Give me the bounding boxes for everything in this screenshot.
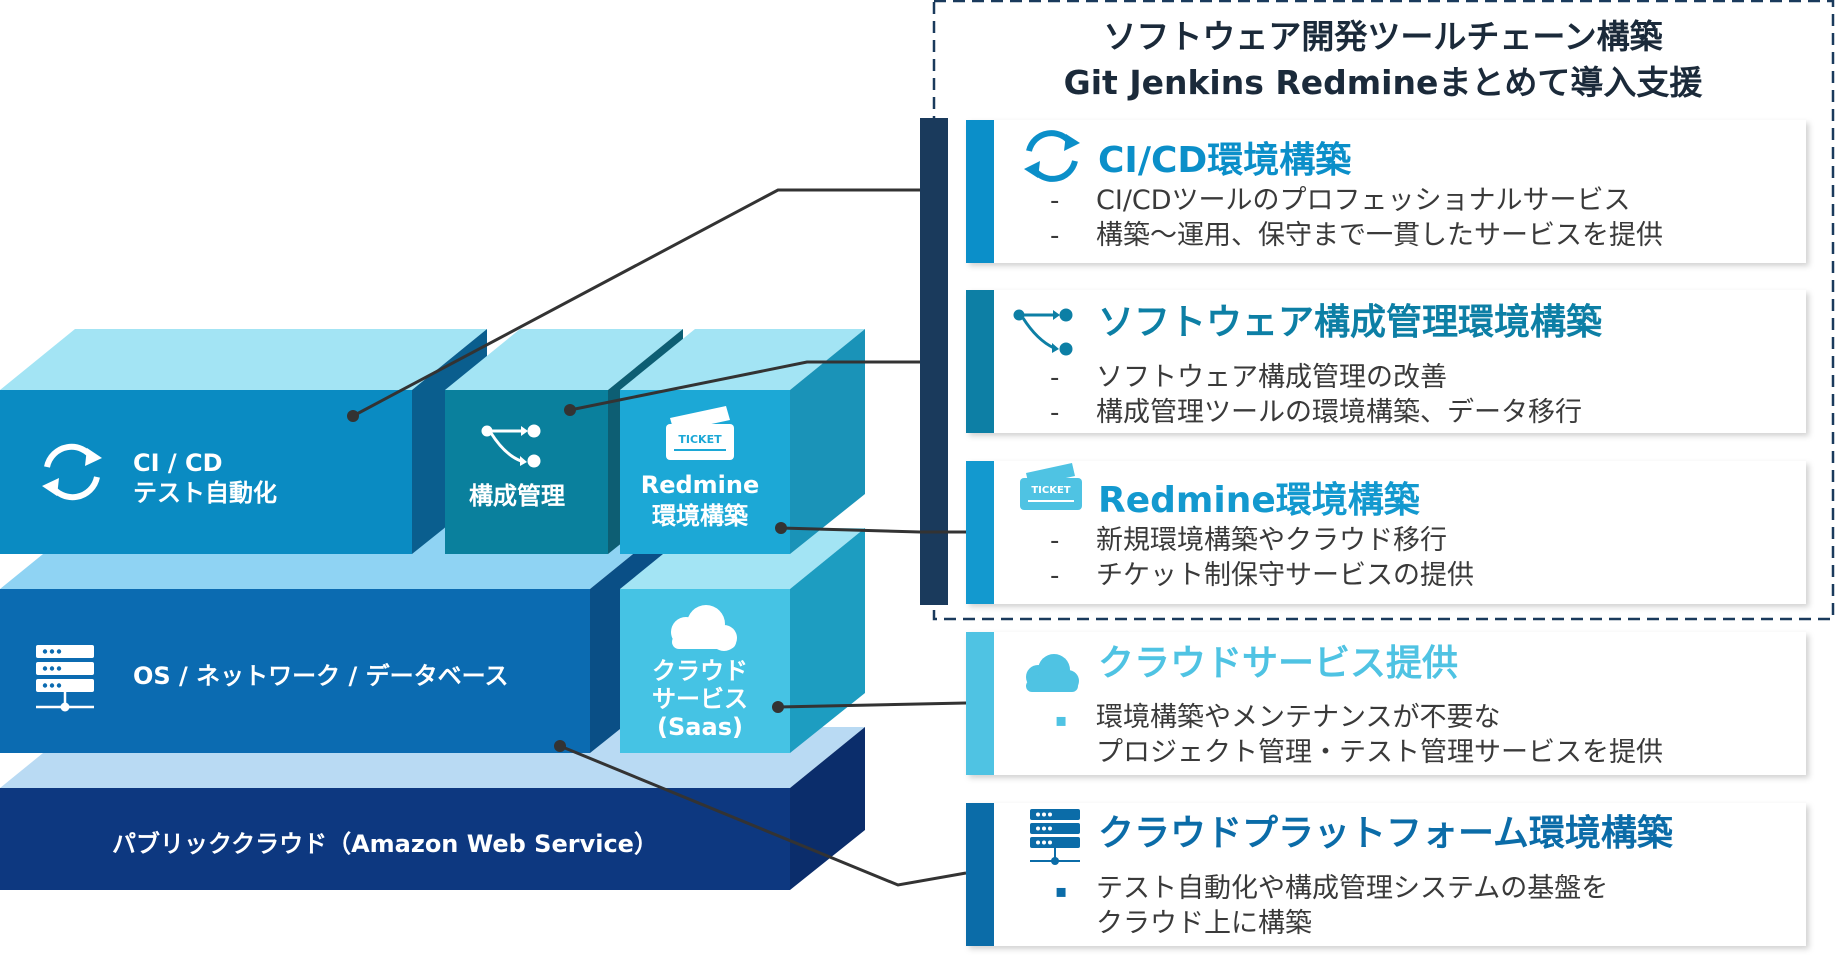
redmine-block: TICKET Redmine 環境構築 [620,329,865,554]
os-block: OS / ネットワーク / データベース [0,528,665,753]
panel-item: CI/CDツールのプロフェッショナルサービス [1096,185,1631,216]
panel-title: CI/CD環境構築 [1098,140,1352,181]
cloud-service-line1: クラウド [652,657,748,685]
branch-icon [1013,308,1073,356]
panel-title: Redmine環境構築 [1098,480,1421,521]
connector-redmine [780,526,966,534]
bullet-marker: - [1050,363,1059,393]
config-label: 構成管理 [469,482,565,510]
panel-item: 環境構築やメンテナンスが不要な [1096,702,1500,733]
connector-cloud [777,701,967,709]
bullet-marker: ▪ [1055,881,1067,902]
server-icon [1030,809,1080,865]
connector-aws [559,744,967,887]
bullet-marker: - [1050,561,1059,591]
bullet-marker: - [1050,221,1059,251]
cicd-line2: テスト自動化 [133,479,277,507]
panel-item: 新規環境構築やクラウド移行 [1096,525,1447,556]
ticket-icon: TICKET [1020,463,1082,510]
cicd-block: CI / CD テスト自動化 [0,329,487,554]
panel-item: ソフトウェア構成管理の改善 [1096,362,1447,393]
panel-item: プロジェクト管理・テスト管理サービスを提供 [1096,737,1663,768]
bullet-marker: ▪ [1055,710,1067,731]
os-label: OS / ネットワーク / データベース [133,662,508,690]
panel-redmine: TICKET Redmine環境構築 - 新規環境構築やクラウド移行 - チケッ… [966,461,1806,604]
connector-dots [347,404,787,752]
panel-cloud-service: クラウドサービス提供 ▪ 環境構築やメンテナンスが不要な プロジェクト管理・テス… [966,632,1806,775]
bullet-marker: - [1050,398,1059,428]
ticket-icon-text: TICKET [1031,485,1070,496]
ticket-icon-text: TICKET [678,433,722,446]
cicd-line1: CI / CD [133,449,223,477]
panel-title: クラウドプラットフォーム環境構築 [1098,813,1674,854]
bullet-marker: - [1050,186,1059,216]
panel-item: テスト自動化や構成管理システムの基盤を [1096,873,1608,904]
cicd-icon [1024,130,1080,182]
connector-lines [352,188,967,887]
connector-cicd [352,188,920,418]
branch-icon [481,424,541,468]
server-icon [36,645,94,712]
cloud-icon [1026,654,1079,692]
panel-title: ソフトウェア構成管理環境構築 [1098,302,1603,343]
header-title-line1: ソフトウェア開発ツールチェーン構築 [1103,17,1663,56]
ticket-icon: TICKET [666,406,734,460]
panel-item: クラウド上に構築 [1096,908,1312,939]
aws-label: パブリッククラウド（Amazon Web Service） [112,830,658,858]
panel-cloud-platform: クラウドプラットフォーム環境構築 ▪ テスト自動化や構成管理システムの基盤を ク… [966,803,1806,946]
redmine-line2: 環境構築 [652,502,749,530]
panel-item: チケット制保守サービスの提供 [1096,560,1474,591]
panel-title: クラウドサービス提供 [1098,643,1458,684]
panel-scm: ソフトウェア構成管理環境構築 - ソフトウェア構成管理の改善 - 構成管理ツール… [966,290,1806,433]
panel-item: 構築～運用、保守まで一貫したサービスを提供 [1096,220,1663,251]
panel-cicd: CI/CD環境構築 - CI/CDツールのプロフェッショナルサービス - 構築～… [966,120,1806,263]
header-title-line2: Git Jenkins Redmineまとめて導入支援 [1064,63,1704,102]
cloud-service-line3: (Saas) [657,713,743,741]
cloud-service-block: クラウド サービス (Saas) [620,528,865,753]
connector-bar [920,118,948,605]
redmine-line1: Redmine [641,471,760,499]
cicd-icon [42,443,102,501]
cloud-service-line2: サービス [652,685,748,713]
panel-item: 構成管理ツールの環境構築、データ移行 [1096,397,1582,428]
bullet-marker: - [1050,526,1059,556]
cloud-icon [671,605,737,651]
connector-config [569,360,920,412]
